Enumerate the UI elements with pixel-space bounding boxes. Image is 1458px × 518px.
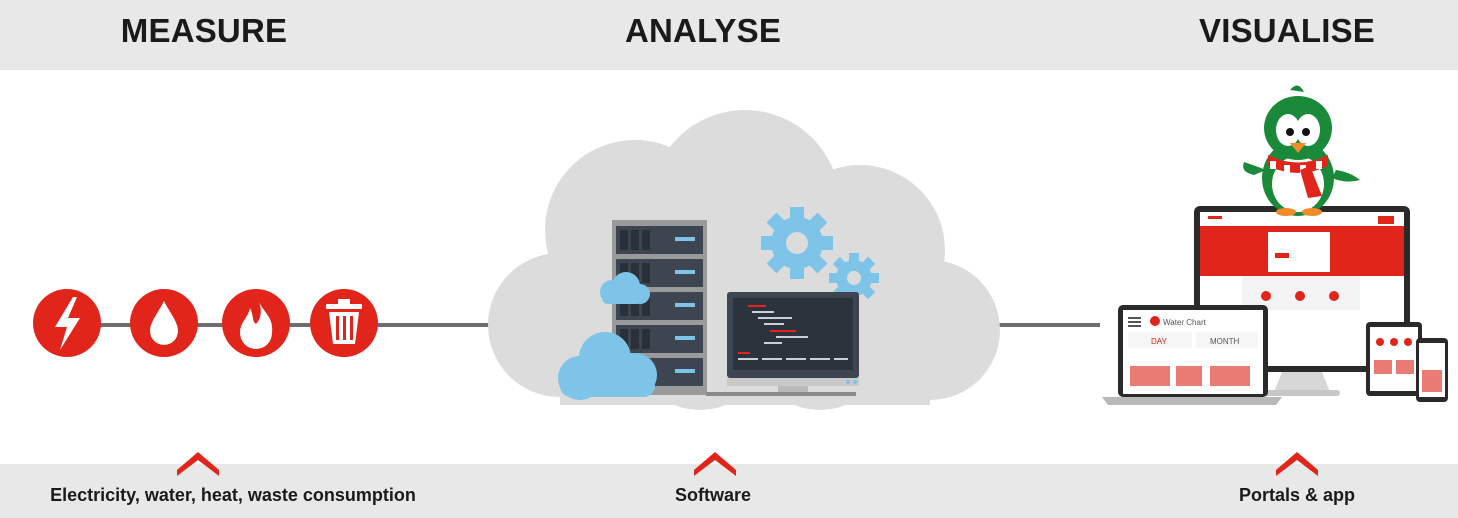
desk-line <box>706 392 856 396</box>
phone-device <box>1416 338 1448 402</box>
flame-icon <box>222 289 290 357</box>
chevron-up-icon <box>177 452 219 476</box>
trash-bin-icon <box>310 289 378 357</box>
footer-band <box>0 464 1458 518</box>
laptop-tab-day: DAY <box>1151 337 1168 346</box>
analyse-caption: Software <box>674 485 752 505</box>
penguin-mascot <box>1243 85 1360 216</box>
header-band <box>0 0 1458 70</box>
blue-cloud-small-icon <box>600 272 650 304</box>
chevron-up-icon <box>1276 452 1318 476</box>
laptop-tab-month: MONTH <box>1210 337 1240 346</box>
measure-caption: Electricity, water, heat, waste consumpt… <box>50 485 416 505</box>
analyse-heading: ANALYSE <box>624 12 782 49</box>
gear-icon <box>761 207 833 279</box>
laptop-device: Water Chart DAY MONTH <box>1102 305 1282 405</box>
gear-small-icon <box>829 253 879 303</box>
visualise-caption: Portals & app <box>1238 485 1356 505</box>
chevron-up-icon <box>694 452 736 476</box>
tablet-device <box>1366 322 1422 396</box>
monitor-icon <box>727 292 859 396</box>
laptop-app-name: Water Chart <box>1163 318 1207 327</box>
visualise-heading: VISUALISE <box>1198 12 1376 49</box>
lightning-icon <box>33 289 101 357</box>
water-drop-icon <box>130 289 198 357</box>
blue-cloud-large-icon <box>558 332 657 400</box>
measure-heading: MEASURE <box>120 12 288 49</box>
